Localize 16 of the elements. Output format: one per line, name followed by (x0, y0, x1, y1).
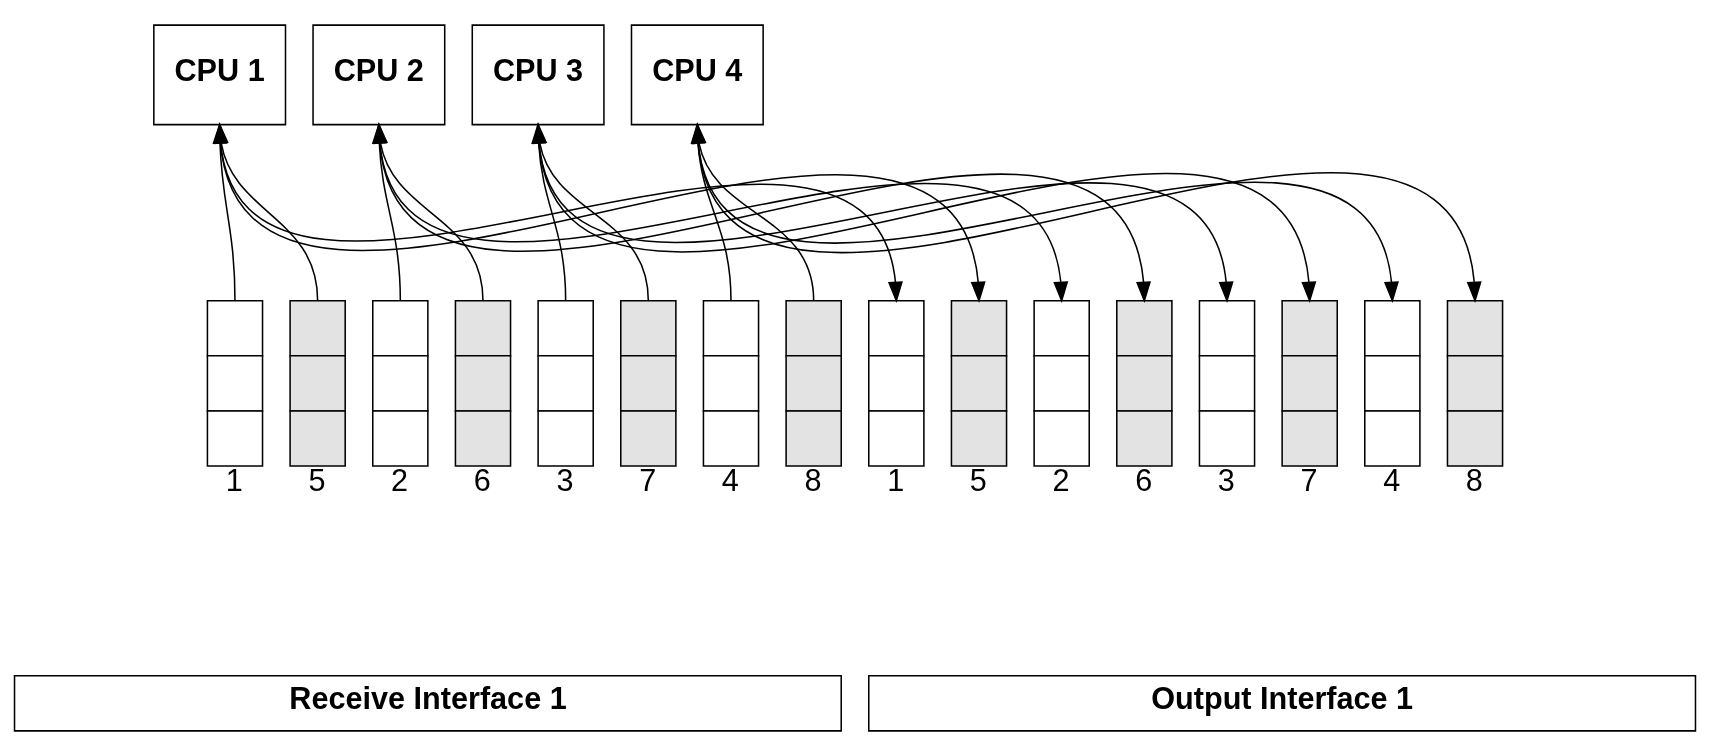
node-label: 8 (804, 462, 822, 497)
node-label: 7 (1300, 462, 1318, 497)
node-label: 1 (887, 462, 905, 497)
node-label: 6 (1135, 462, 1153, 497)
node-label: 8 (1465, 462, 1483, 497)
node-label: 7 (639, 462, 657, 497)
node-label: 3 (556, 462, 574, 497)
node-label: 2 (391, 462, 409, 497)
node-label: 5 (308, 462, 326, 497)
node-label: 1 (225, 462, 243, 497)
node-label: 4 (1383, 462, 1401, 497)
node-label: 5 (969, 462, 987, 497)
node-label: 4 (721, 462, 739, 497)
node-label: 6 (473, 462, 491, 497)
node-label: 3 (1217, 462, 1235, 497)
node-label: 2 (1052, 462, 1070, 497)
